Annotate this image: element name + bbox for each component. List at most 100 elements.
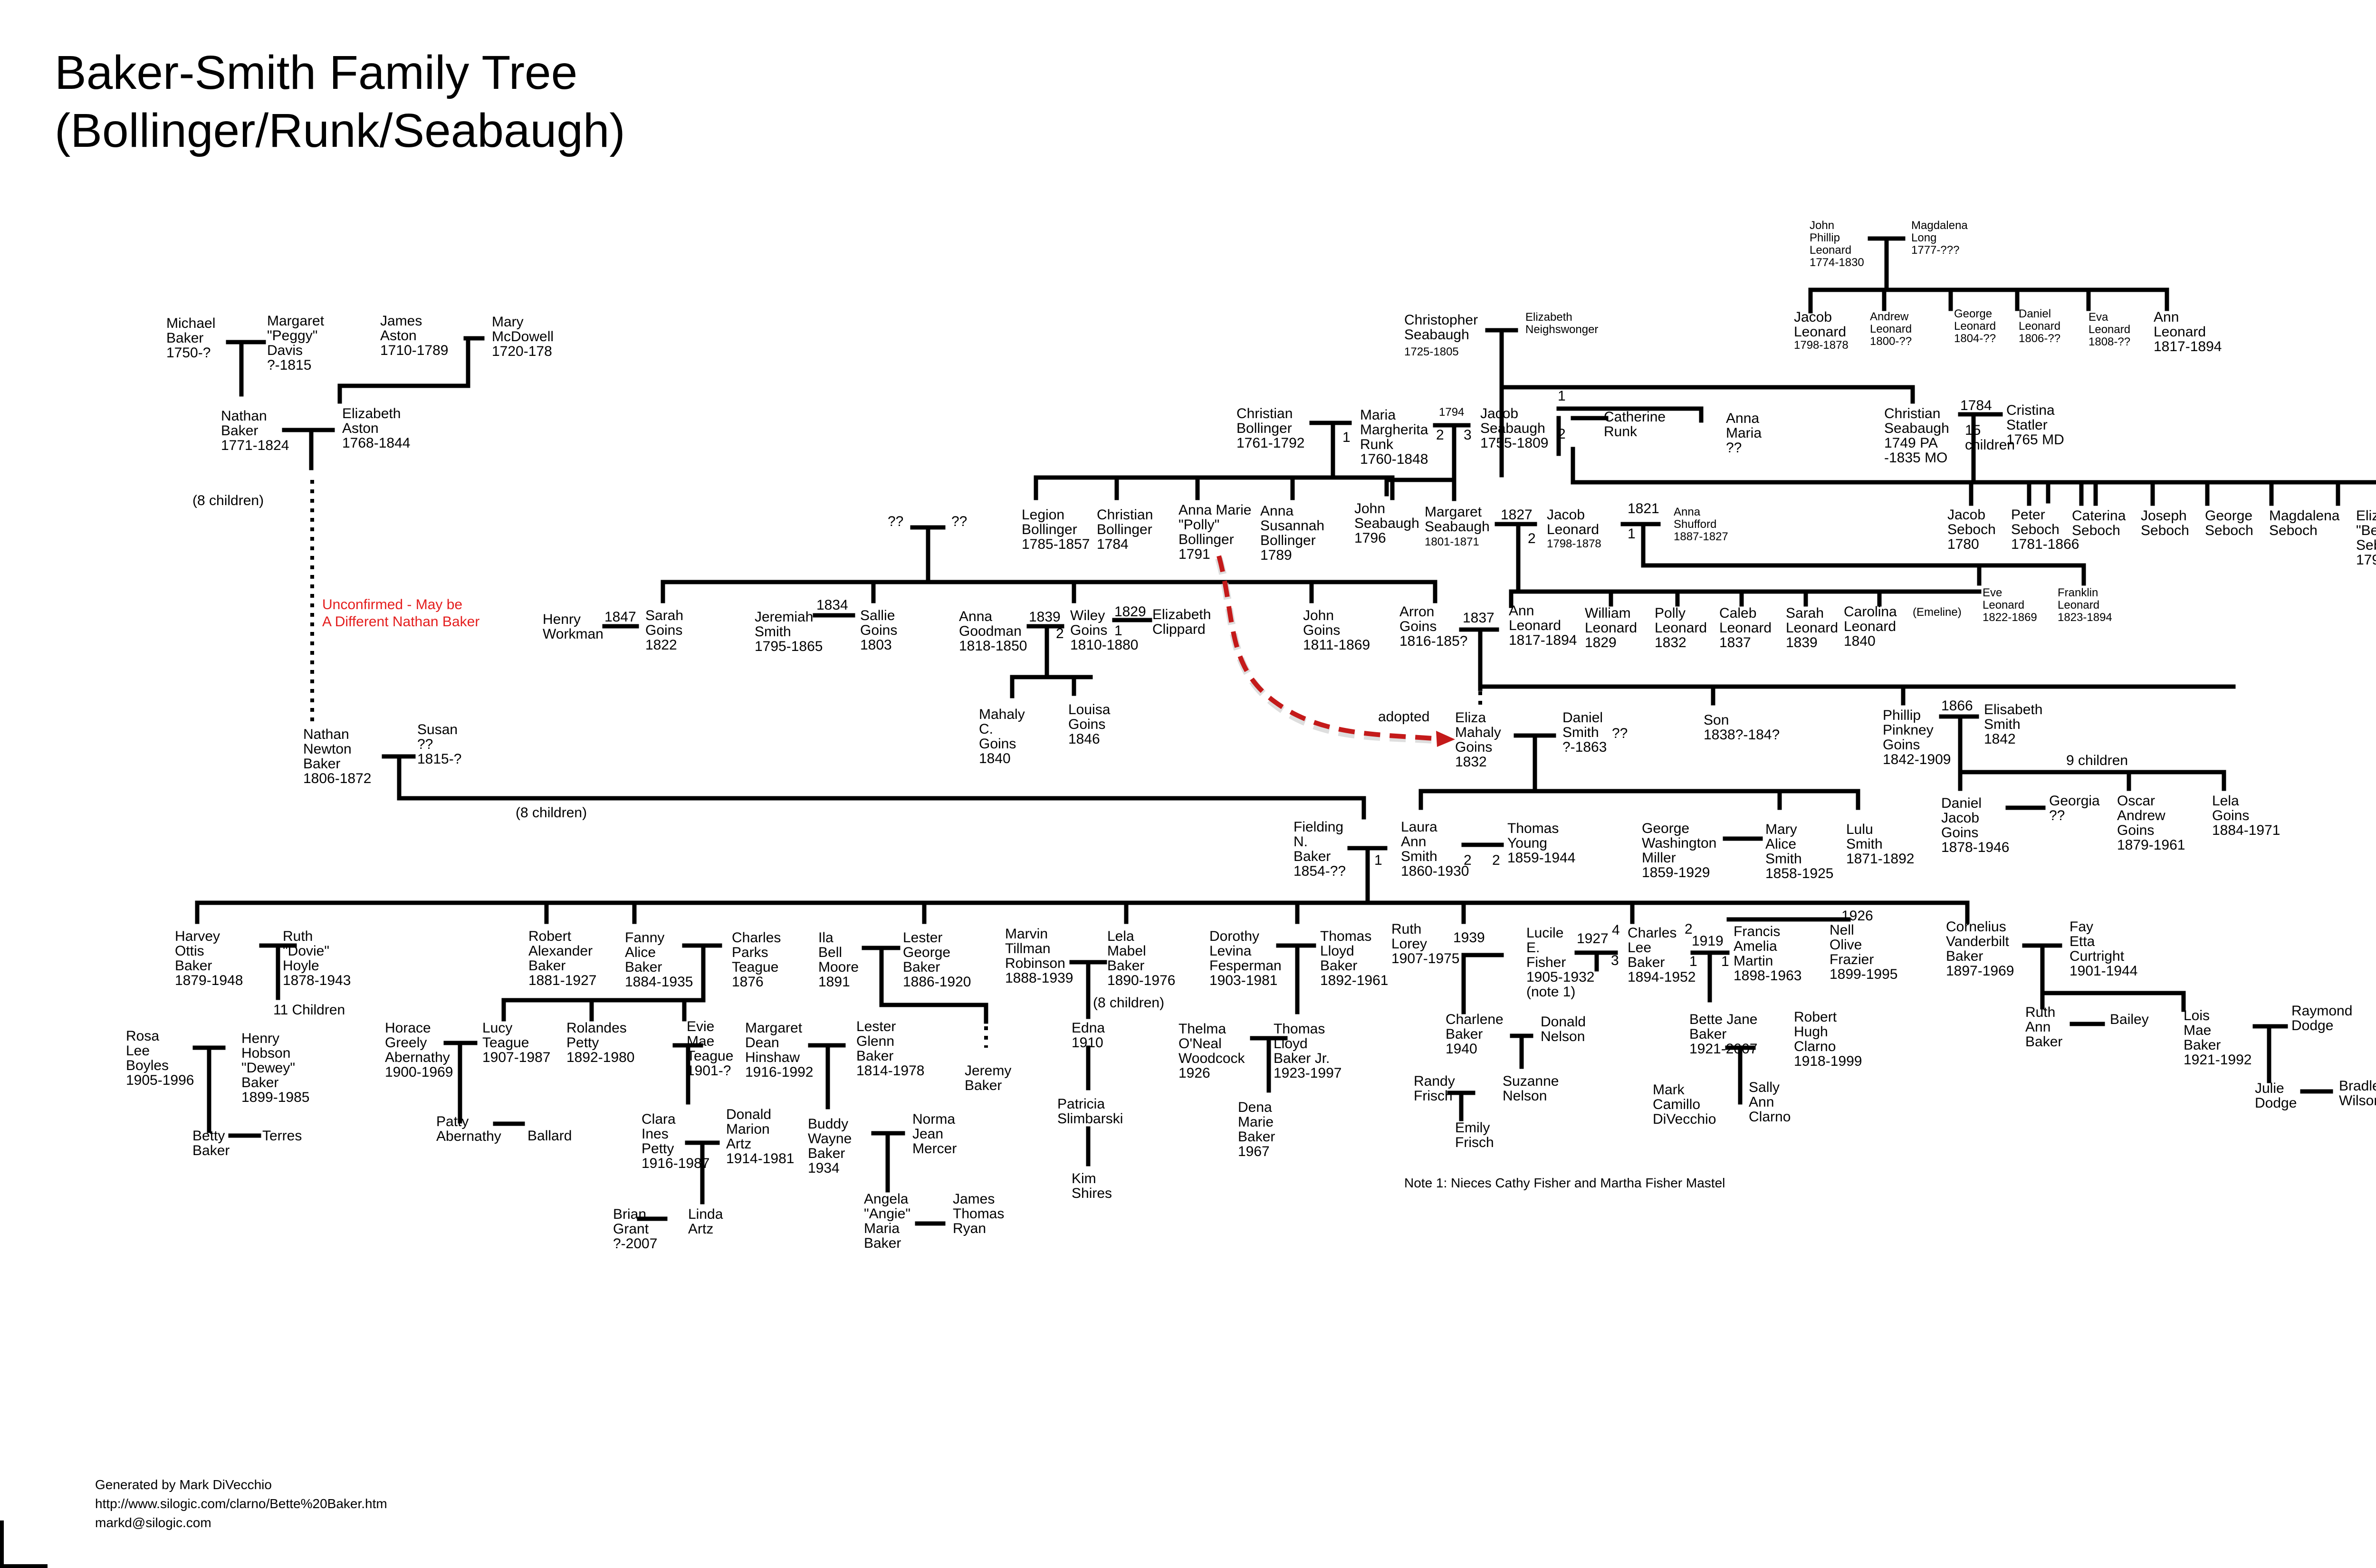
person-sarah-leonard: Sarah Leonard 1839 <box>1786 605 1839 650</box>
person-joseph-seboch: Joseph Seboch <box>2141 508 2189 538</box>
person-caleb-leonard: Caleb Leonard 1837 <box>1719 605 1772 650</box>
person-unknown-a: ?? <box>888 514 904 529</box>
person-henry-baker: Henry Hobson "Dewey" Baker 1899-1985 <box>241 1031 310 1105</box>
note-eight-children-3: (8 children) <box>1093 995 1165 1011</box>
person-franklin-leonard: Franklin Leonard 1823-1894 <box>2058 586 2112 624</box>
marriage-number: 2 <box>1436 427 1444 443</box>
footer-credits: Generated by Mark DiVecchio http://www.s… <box>95 1477 387 1530</box>
person-son: Son 1838?-184? <box>1704 712 1780 743</box>
person-edna: Edna 1910 <box>1072 1020 1105 1051</box>
person-jeremy-baker: Jeremy Baker <box>965 1063 1012 1093</box>
person-margaret-seabaugh: Margaret Seabaugh <box>1425 504 1490 535</box>
person-nell-frazier: Nell Olive Frazier 1899-1995 <box>1830 922 1898 982</box>
person-magdalena-seboch: Magdalena Seboch <box>2269 508 2340 538</box>
note-eight-children-2: (8 children) <box>516 805 587 821</box>
note-adopted: adopted <box>1378 709 1430 725</box>
person-eve-leonard: Eve Leonard 1822-1869 <box>1983 586 2037 624</box>
person-charles-lee-baker: Charles Lee Baker 1894-1952 <box>1628 925 1696 985</box>
person-julie-dodge: Julie Dodge <box>2255 1080 2297 1111</box>
person-ann-leonard: Ann Leonard 1817-1894 <box>1509 603 1577 648</box>
person-bailey: Bailey <box>2110 1012 2149 1027</box>
person-lulu-smith: Lulu Smith 1871-1892 <box>1846 822 1915 867</box>
person-mark-divecchio: Mark Camillo DiVecchio <box>1653 1082 1716 1127</box>
person-cornelius-baker: Cornelius Vanderbilt Baker 1897-1969 <box>1946 919 2014 979</box>
person-elizabeth-aston: Elizabeth Aston 1768-1844 <box>342 406 411 451</box>
person-anna-marie-bollinger: Anna Marie "Polly" Bollinger 1791 <box>1178 502 1252 562</box>
person-margaret-seabaugh-dates: 1801-1871 <box>1425 535 1479 548</box>
marriage-number: 1 <box>1114 623 1122 639</box>
marriage-year: 1866 <box>1941 698 1973 714</box>
person-jacob-leonard-1798-dates: 1798-1878 <box>1794 339 1849 352</box>
person-laura-smith: Laura Ann Smith 1860-1930 <box>1401 819 1469 879</box>
person-buddy-baker: Buddy Wayne Baker 1934 <box>808 1116 852 1176</box>
person-ann-leonard-1817: Ann Leonard 1817-1894 <box>2154 309 2222 354</box>
marriage-number: 1 <box>1628 526 1636 542</box>
marriage-number: 3 <box>1464 427 1472 443</box>
person-jacob-leonard: Jacob Leonard <box>1547 507 1600 537</box>
person-kim-shires: Kim Shires <box>1072 1171 1112 1201</box>
person-elizabeth-clippard: Elizabeth Clippard <box>1152 607 1211 637</box>
person-rosa-boyles: Rosa Lee Boyles 1905-1996 <box>126 1028 194 1088</box>
page-title: Baker-Smith Family Tree (Bollinger/Runk/… <box>55 46 625 157</box>
marriage-year: 1839 <box>1029 609 1061 625</box>
crop-mark-left <box>0 1564 48 1568</box>
person-horace-abernathy: Horace Greely Abernathy 1900-1969 <box>385 1020 453 1080</box>
person-christopher-seabaugh: Christopher Seabaugh <box>1404 312 1478 343</box>
marriage-year: 1794 <box>1439 406 1465 419</box>
person-anna-susannah-bollinger: Anna Susannah Bollinger 1789 <box>1260 503 1325 563</box>
person-thomas-lloyd-baker: Thomas Lloyd Baker 1892-1961 <box>1320 928 1389 988</box>
person-daniel-leonard: Daniel Leonard 1806-?? <box>2019 307 2061 345</box>
marriage-number: 1 <box>1721 954 1729 969</box>
person-thomas-lloyd-jr: Thomas Lloyd Baker Jr. 1923-1997 <box>1274 1021 1342 1081</box>
person-james-ryan: James Thomas Ryan <box>953 1191 1005 1236</box>
person-bradley-wilson: Bradley Wilson <box>2339 1078 2376 1109</box>
marriage-year: 1829 <box>1114 604 1146 620</box>
person-arron-goins: Arron Goins 1816-185? <box>1399 604 1468 649</box>
person-mahaly-goins: Mahaly C. Goins 1840 <box>979 707 1025 766</box>
person-lucile-fisher: Lucile E. Fisher 1905-1932 (note 1) <box>1526 925 1595 1000</box>
person-robert-clarno: Robert Hugh Clarno 1918-1999 <box>1794 1009 1862 1069</box>
person-ruth-ann-baker: Ruth Ann Baker <box>2025 1004 2063 1050</box>
person-anna-goodman: Anna Goodman 1818-1850 <box>959 609 1027 654</box>
person-sallie-goins: Sallie Goins 1803 <box>860 608 898 653</box>
person-norma-mercer: Norma Jean Mercer <box>912 1111 957 1157</box>
note-eight-children-1: (8 children) <box>192 493 264 508</box>
person-lela-goins: Lela Goins 1884-1971 <box>2212 793 2280 838</box>
person-charlene-baker: Charlene Baker 1940 <box>1446 1012 1504 1057</box>
marriage-year: 1827 <box>1501 507 1533 523</box>
person-sally-clarno: Sally Ann Clarno <box>1749 1080 1791 1125</box>
note-unconfirmed: Unconfirmed - May be A Different Nathan … <box>322 597 480 630</box>
person-jacob-leonard-1798: Jacob Leonard <box>1794 309 1847 340</box>
person-bette-baker: Bette Jane Baker 1921-2007 <box>1689 1012 1758 1057</box>
person-margaret-davis: Margaret "Peggy" Davis ?-1815 <box>267 313 325 373</box>
person-legion-bollinger: Legion Bollinger 1785-1857 <box>1022 507 1090 552</box>
marriage-number: 1 <box>1342 430 1351 445</box>
marriage-year: 1837 <box>1463 610 1495 626</box>
person-suzanne-nelson: Suzanne Nelson <box>1503 1073 1559 1104</box>
person-william-leonard: William Leonard 1829 <box>1585 605 1638 650</box>
person-ruth-hoyle: Ruth "Dovie" Hoyle 1878-1943 <box>283 928 351 988</box>
person-lela-mabel-baker: Lela Mabel Baker 1890-1976 <box>1107 928 1176 988</box>
person-jeremiah-smith: Jeremiah Smith 1795-1865 <box>755 609 823 654</box>
person-peter-seboch: Peter Seboch 1781-1866 <box>2011 507 2079 552</box>
person-john-goins: John Goins 1811-1869 <box>1303 608 1370 653</box>
person-rolandes-petty: Rolandes Petty 1892-1980 <box>566 1020 635 1065</box>
person-christopher-seabaugh-dates: 1725-1805 <box>1404 345 1459 358</box>
person-anna-shufford: Anna Shufford 1887-1827 <box>1674 506 1728 543</box>
marriage-number: 2 <box>1685 921 1693 937</box>
person-ballard: Ballard <box>527 1128 572 1144</box>
person-mary-alice-smith: Mary Alice Smith 1858-1925 <box>1765 822 1834 881</box>
marriage-number: 4 <box>1612 922 1620 938</box>
person-donald-nelson: Donald Nelson <box>1541 1014 1586 1044</box>
person-susan: Susan ?? 1815-? <box>417 722 462 767</box>
person-lois-baker: Lois Mae Baker 1921-1992 <box>2184 1008 2252 1068</box>
person-angela-baker: Angela "Angie" Maria Baker <box>864 1191 911 1251</box>
person-lester-george-baker: Lester George Baker 1886-1920 <box>903 930 971 990</box>
person-lester-glenn-baker: Lester Glenn Baker 1814-1978 <box>856 1019 925 1079</box>
person-catherine-runk: Catherine Runk <box>1604 409 1666 440</box>
person-betty-baker: Betty Baker <box>192 1128 230 1158</box>
marriage-number: 1 <box>1374 852 1382 868</box>
person-james-aston: James Aston 1710-1789 <box>380 313 449 358</box>
person-brian-grant: Brian Grant ?-2007 <box>613 1206 658 1252</box>
